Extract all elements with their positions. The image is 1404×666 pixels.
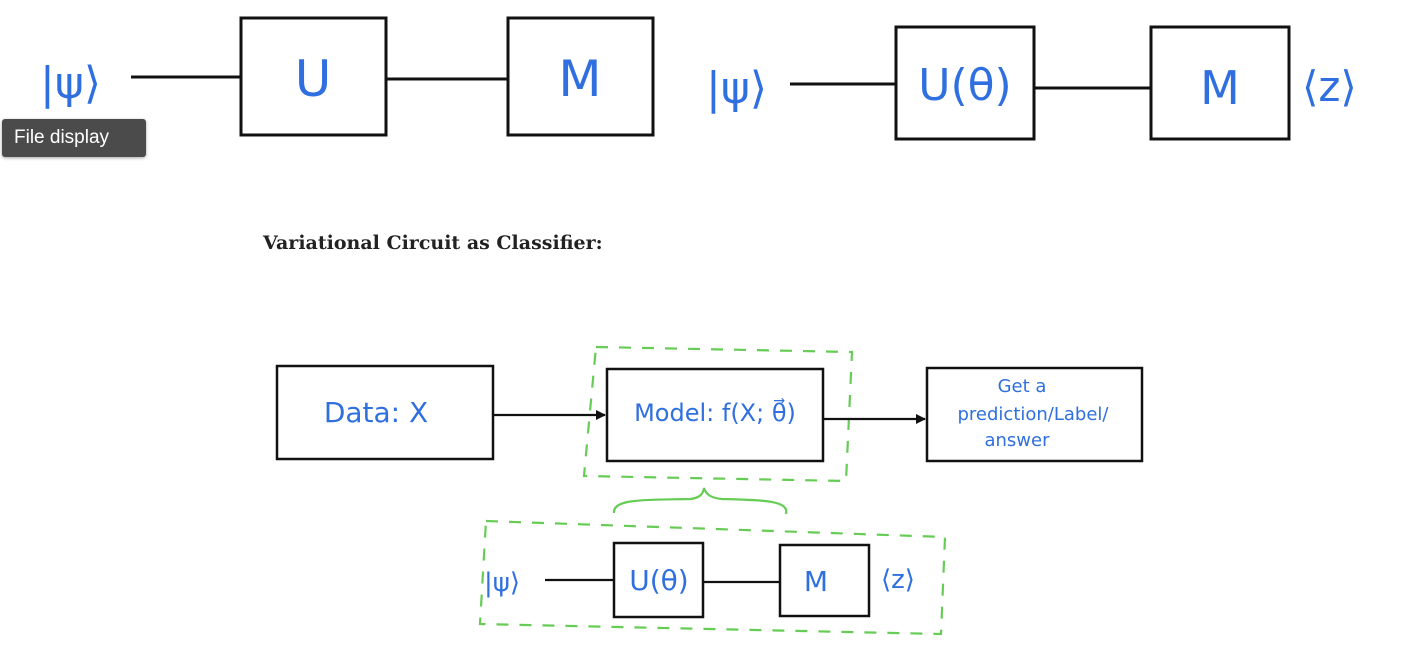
prediction-line-2: prediction/Label/ [958,404,1110,425]
model-box [605,367,825,463]
prediction-line-1: Get a [998,376,1047,397]
data-box [275,364,495,461]
prediction-box [925,366,1144,463]
model-box-label: Model: f(X; θ⃗) [634,398,796,427]
sub-circuit-gate-label: U(θ) [629,564,688,597]
circuit-left-measure-label: M [558,50,601,108]
circuit-right-gate-box [894,25,1036,141]
circuit-left-gate-label: U [295,50,332,108]
circuit-right: |ψ⟩ U(θ) M ⟨z⟩ [706,25,1357,141]
circuit-left-input-label: |ψ⟩ [40,58,101,109]
model-expansion-brace [612,487,788,515]
circuit-right-measure-label: M [1200,61,1240,115]
circuit-left: |ψ⟩ U M [40,16,655,137]
circuit-left-measure-box [506,16,655,137]
circuit-right-gate-label: U(θ) [918,60,1011,111]
model-dashed-frame [582,345,854,483]
sub-circuit-output-label: ⟨z⟩ [881,565,915,595]
section-heading: Variational Circuit as Classifier: [263,232,603,254]
sub-circuit-dashed-frame [478,519,947,636]
data-box-label: Data: X [324,396,428,429]
prediction-line-3: answer [984,430,1050,451]
circuit-left-gate-box [239,16,388,137]
circuit-right-input-label: |ψ⟩ [706,63,767,114]
sub-circuit-input-label: |ψ⟩ [484,568,520,598]
sub-circuit: |ψ⟩ U(θ) M ⟨z⟩ [478,519,947,636]
classifier-flow: Data: X Model: f(X; θ⃗) Get a prediction… [275,345,1144,515]
circuit-right-measure-box [1149,25,1291,141]
sub-circuit-measure-box [778,543,871,618]
sub-circuit-gate-box [612,541,705,619]
sub-circuit-measure-label: M [804,565,828,598]
file-display-tooltip: File display [2,119,146,157]
circuit-right-output-label: ⟨z⟩ [1302,62,1357,111]
